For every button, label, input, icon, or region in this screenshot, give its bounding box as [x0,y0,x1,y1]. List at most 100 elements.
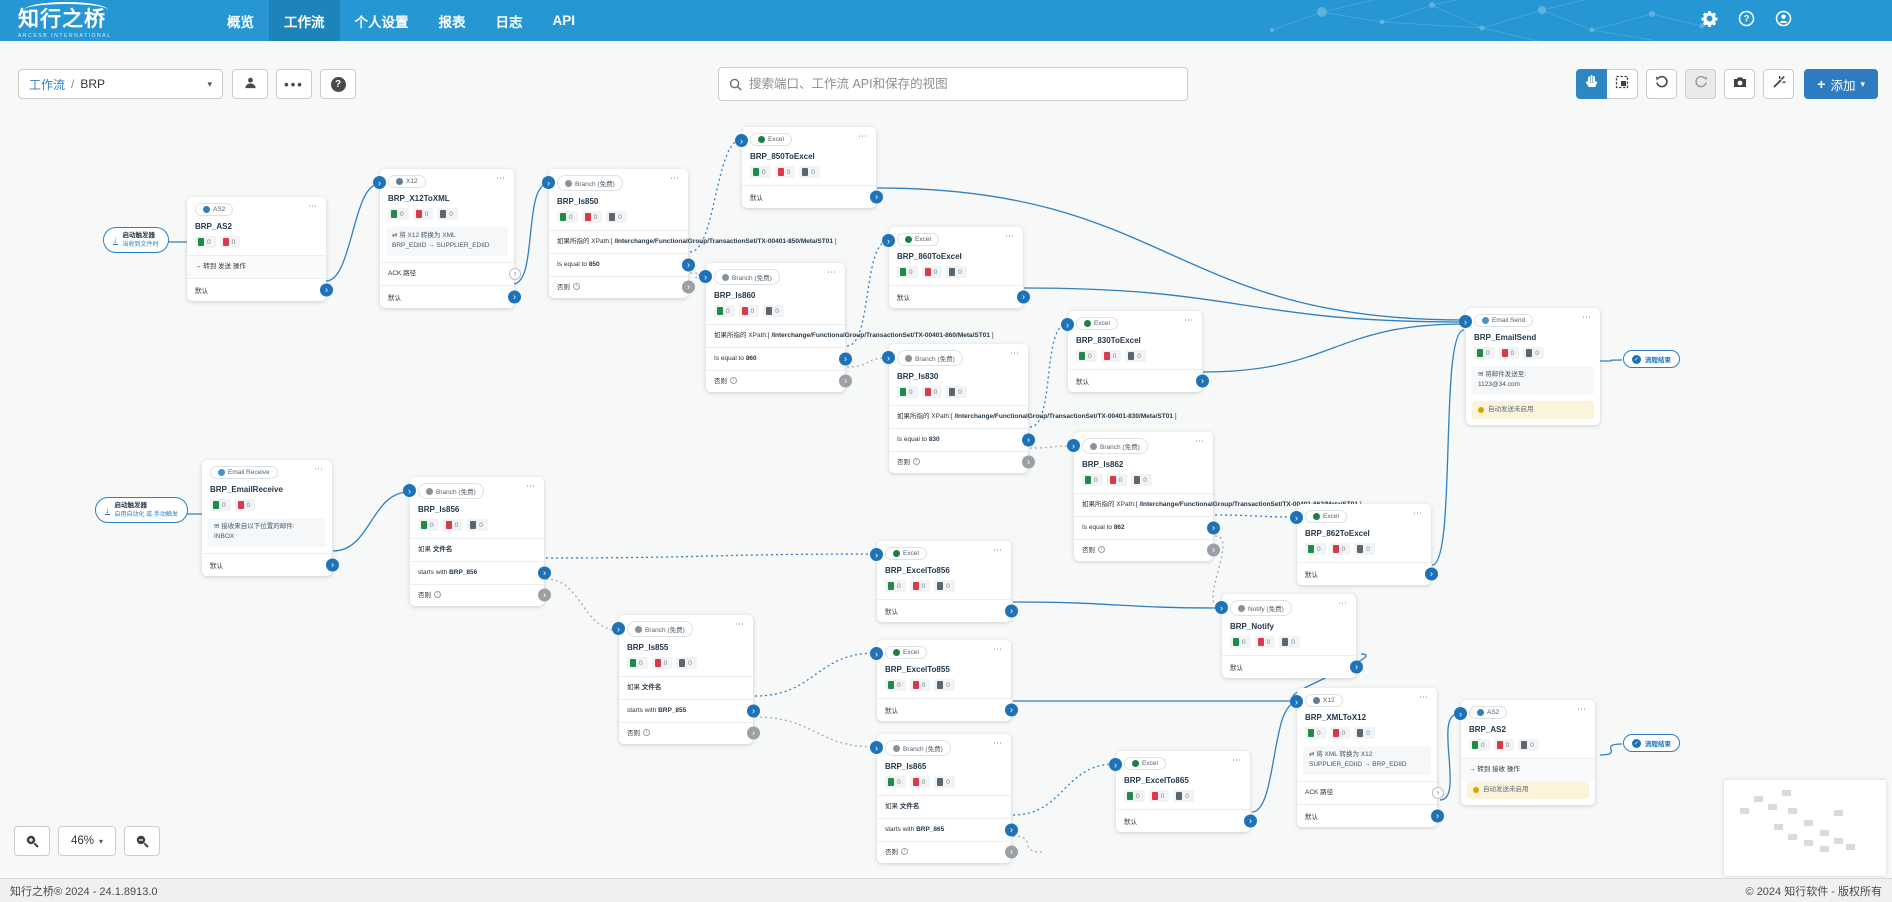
input-port[interactable]: › [1215,601,1228,614]
undo-button[interactable] [1646,69,1678,99]
node-menu-icon[interactable]: ⋯ [1419,692,1429,702]
tab-概览[interactable]: 概览 [227,14,254,30]
node-menu-icon[interactable]: ⋯ [993,738,1003,748]
output-port[interactable]: › [1432,786,1444,799]
output-port[interactable]: › [1207,543,1220,557]
output-port[interactable]: › [1431,809,1444,823]
node-menu-icon[interactable]: ⋯ [314,464,324,474]
trigger-pill[interactable]: ↓启动触发器启用自动化 或 手动触发 [95,497,188,524]
minimap[interactable] [1724,780,1886,876]
output-port[interactable]: › [538,588,551,602]
input-port[interactable]: › [1109,758,1122,771]
tab-API[interactable]: API [552,13,576,28]
output-port[interactable]: › [508,290,521,304]
zoom-level-select[interactable]: 46% ▾ [58,826,116,856]
input-port[interactable]: › [373,176,386,189]
tab-工作流[interactable]: 工作流 [269,0,340,41]
node-menu-icon[interactable]: ⋯ [1577,704,1587,714]
output-port[interactable]: › [1207,521,1220,535]
output-port[interactable]: › [839,374,852,388]
input-port[interactable]: › [882,351,895,364]
output-port[interactable]: › [1244,814,1257,828]
node-menu-icon[interactable]: ⋯ [1195,436,1205,446]
input-port[interactable]: › [403,484,416,497]
magic-wand-button[interactable] [1763,69,1795,99]
output-port[interactable]: › [1005,823,1018,837]
node-menu-icon[interactable]: ⋯ [1005,231,1015,241]
tab-个人设置[interactable]: 个人设置 [354,14,409,30]
output-port[interactable]: › [326,558,339,572]
node-menu-icon[interactable]: ⋯ [496,173,506,183]
node-menu-icon[interactable]: ⋯ [526,481,536,491]
profiles-button[interactable] [232,69,268,99]
zoom-out-button[interactable] [124,826,160,856]
node-menu-icon[interactable]: ⋯ [1184,315,1194,325]
output-port[interactable]: › [1017,290,1030,304]
output-port[interactable]: › [682,258,695,272]
output-port[interactable]: › [747,704,760,718]
help-button[interactable]: ? [1738,10,1755,29]
node-menu-icon[interactable]: ⋯ [1413,508,1423,518]
input-port[interactable]: › [870,741,883,754]
input-port[interactable]: › [870,647,883,660]
node-menu-icon[interactable]: ⋯ [308,201,318,211]
output-port[interactable]: › [1005,845,1018,859]
input-port[interactable]: › [1061,318,1074,331]
node-menu-icon[interactable]: ⋯ [993,545,1003,555]
input-port[interactable]: › [612,622,625,635]
gear-button[interactable] [1701,11,1718,29]
hand-button[interactable] [1576,69,1608,99]
node-menu-icon[interactable]: ⋯ [993,644,1003,654]
input-port[interactable]: › [699,270,712,283]
output-port[interactable]: › [1005,604,1018,618]
search-input[interactable] [749,77,1177,91]
output-port[interactable]: › [1196,374,1209,388]
help-button[interactable]: ? [320,69,356,99]
node-menu-icon[interactable]: ⋯ [1232,755,1242,765]
input-port[interactable]: › [870,548,883,561]
output-port[interactable]: › [1005,703,1018,717]
trigger-pill[interactable]: ↓启动触发器当收到文件时 [103,227,169,254]
input-port[interactable]: › [542,176,555,189]
redo-button[interactable] [1685,69,1717,99]
output-port[interactable]: › [320,283,333,297]
output-port[interactable]: › [839,352,852,366]
output-port[interactable]: › [1350,660,1363,674]
node-menu-icon[interactable]: ⋯ [735,619,745,629]
marquee-button[interactable] [1607,69,1639,99]
more-options-button[interactable]: ••• [276,69,312,99]
zoom-in-button[interactable] [14,826,50,856]
node-menu-icon[interactable]: ⋯ [1338,598,1348,608]
output-port[interactable]: › [538,566,551,580]
add-button[interactable]: +添加▾ [1804,69,1878,99]
output-port[interactable]: › [682,280,695,294]
input-port[interactable]: › [735,134,748,147]
output-port[interactable]: › [870,190,883,204]
output-port[interactable]: › [509,267,521,280]
account-button[interactable] [1775,10,1792,29]
output-port[interactable]: › [1022,433,1035,447]
node-menu-icon[interactable]: ⋯ [1010,348,1020,358]
input-port[interactable]: › [1290,511,1303,524]
input-port[interactable]: › [1459,315,1472,328]
camera-button[interactable] [1724,69,1756,99]
breadcrumb-root[interactable]: 工作流 [29,77,66,92]
